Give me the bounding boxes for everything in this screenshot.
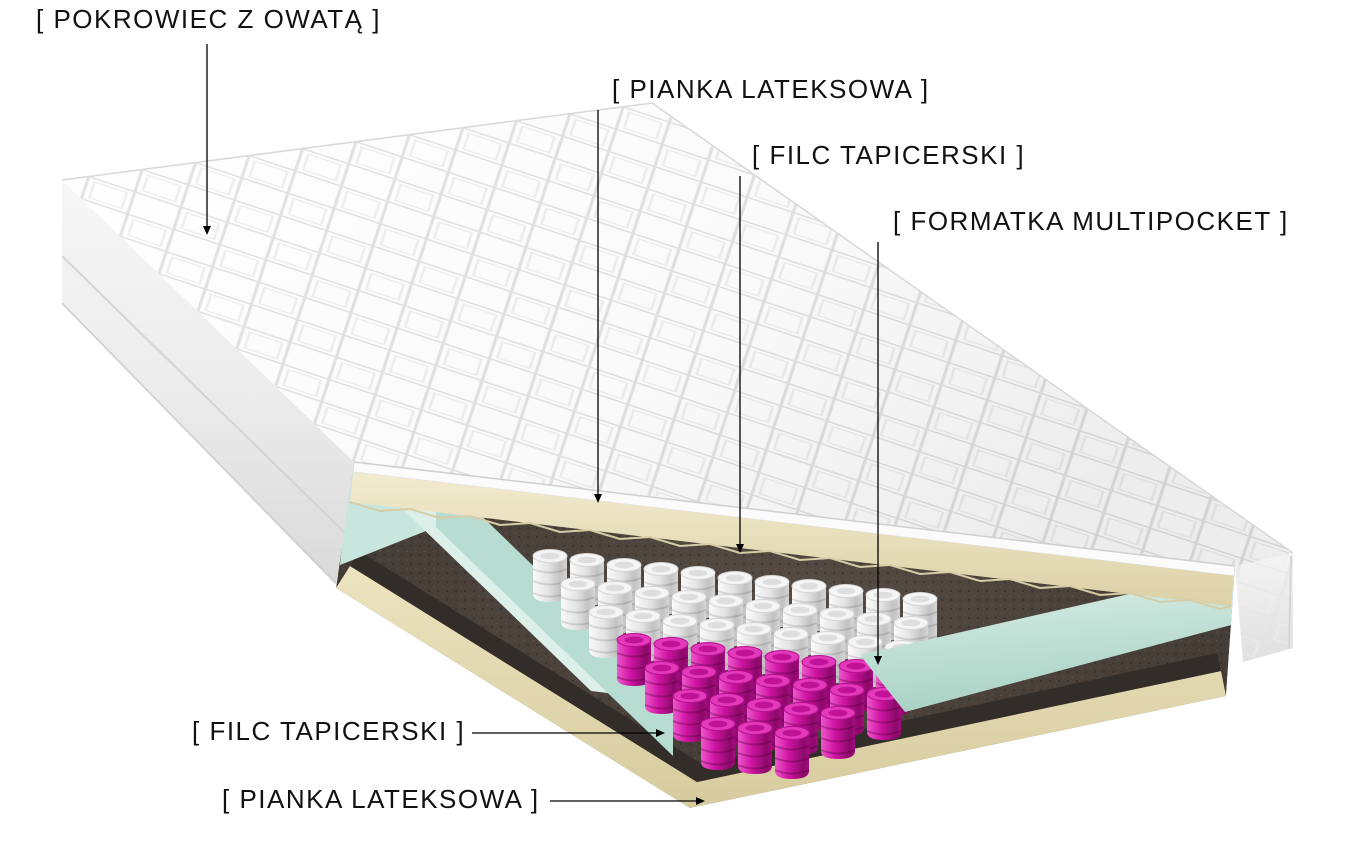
- pocket-spring: [820, 705, 856, 760]
- corner-seam: [1288, 555, 1292, 649]
- layer-bottom-latex: [336, 566, 1226, 808]
- side-right-quilting: [1235, 553, 1293, 662]
- top-edge-piping: [61, 102, 1294, 554]
- top-shading: [62, 103, 1293, 566]
- pocket-spring: [737, 720, 773, 775]
- arrowhead: [594, 494, 602, 503]
- pocket-spring: [700, 716, 736, 771]
- arrowhead: [696, 797, 705, 805]
- arrowhead: [874, 656, 882, 665]
- side-bottom-edge: [61, 302, 337, 584]
- foam-rail-left-inner: [436, 472, 673, 756]
- foam-rail-right: [860, 570, 1235, 712]
- label-pianka-lateksowa-bottom: [ PIANKA LATEKSOWA ]: [222, 784, 540, 814]
- arrowhead: [736, 544, 744, 553]
- cut-edge-highlight: [353, 461, 1236, 567]
- leader-arrowheads: [203, 226, 882, 805]
- mattress-side-left: [62, 180, 354, 585]
- label-pianka-lateksowa-top: [ PIANKA LATEKSOWA ]: [612, 74, 930, 104]
- label-formatka-multipocket: [ FORMATKA MULTIPOCKET ]: [893, 206, 1289, 236]
- label-filc-tapicerski-top: [ FILC TAPICERSKI ]: [752, 140, 1026, 170]
- label-pokrowiec-z-owata: [ POKROWIEC Z OWATĄ ]: [36, 4, 381, 34]
- latex-torn-edge: [349, 501, 1232, 611]
- side-seam: [61, 255, 345, 533]
- cutaway-interior: [336, 462, 1235, 808]
- leader-lines: [206, 44, 879, 802]
- pocket-spring: [774, 725, 810, 780]
- label-filc-tapicerski-bottom: [ FILC TAPICERSKI ]: [192, 716, 466, 746]
- mattress-body: [61, 102, 1294, 662]
- layer-top-latex: [350, 472, 1234, 606]
- arrowhead: [203, 226, 211, 235]
- layer-bottom-felt: [350, 551, 1221, 782]
- arrowhead: [656, 729, 665, 737]
